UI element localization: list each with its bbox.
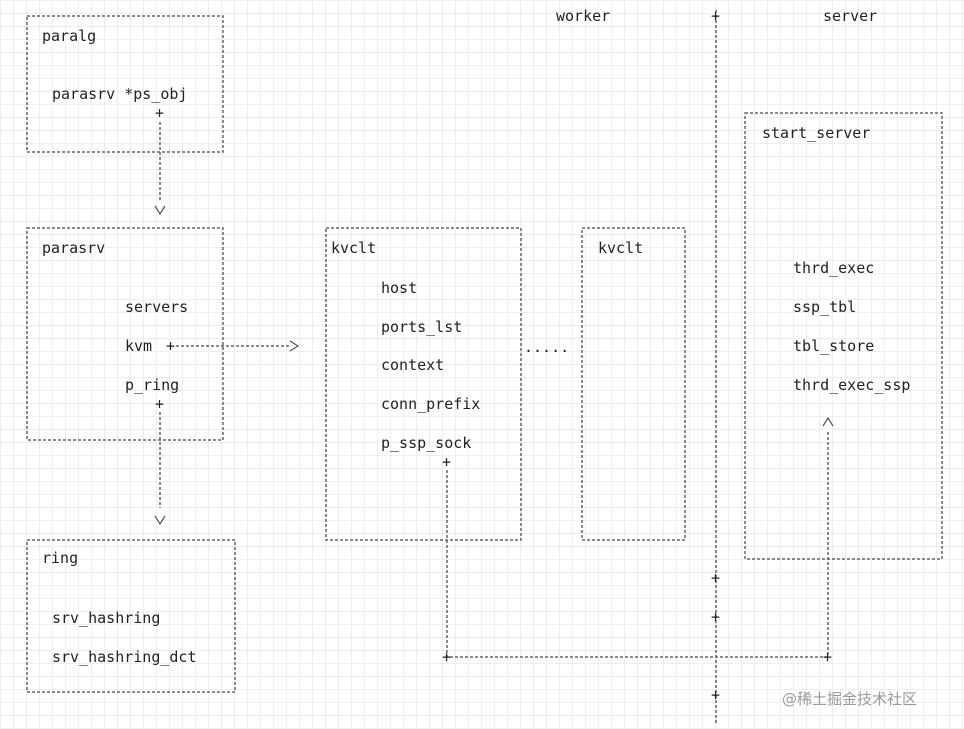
worker-label: worker [556,7,611,25]
ring-title: ring [42,549,79,567]
p-ssp-sock-server-connector [446,430,829,658]
kvclt-field: context [381,356,445,374]
kvclt-title: kvclt [331,239,377,257]
junction-plus: + [711,7,721,25]
kvclt-field: p_ssp_sock [381,434,472,452]
watermark: @稀土掘金技术社区 [782,690,918,708]
junction-plus: + [155,395,165,413]
parasrv-title: parasrv [42,239,106,257]
kvclt-dots: ..... [524,338,570,356]
kvclt-field: ports_lst [381,318,463,336]
ring-field: srv_hashring [52,609,161,627]
ring-field: srv_hashring_dct [52,648,197,666]
start-server-field: thrd_exec_ssp [793,376,911,394]
parasrv-box [26,227,224,441]
junction-plus: + [155,104,165,122]
start-server-field: ssp_tbl [793,298,857,316]
junction-plus: + [166,337,176,355]
kvclt2-title: kvclt [598,239,644,257]
start-server-field: tbl_store [793,337,875,355]
parasrv-field-p-ring: p_ring [125,376,180,394]
arrow-up-icon [822,416,834,427]
junction-plus: + [711,686,721,704]
kvclt2-box [581,227,686,541]
junction-plus: + [711,608,721,626]
kvclt-field: conn_prefix [381,395,481,413]
junction-plus: + [442,648,452,666]
junction-plus: + [442,453,452,471]
paralg-box [26,15,224,153]
kvclt-box [325,227,522,541]
junction-plus: + [711,569,721,587]
paralg-field-ps-obj: parasrv *ps_obj [52,85,188,103]
paralg-title: paralg [42,27,97,45]
parasrv-field-servers: servers [125,298,189,316]
start-server-field: thrd_exec [793,259,875,277]
arrow-right-icon [289,340,300,352]
start-server-box [744,112,943,560]
kvclt-field: host [381,279,418,297]
arrow-down-icon [154,205,166,216]
arrow-down-icon [154,515,166,526]
server-label: server [823,7,878,25]
junction-plus: + [823,648,833,666]
start-server-title: start_server [762,124,871,142]
parasrv-field-kvm: kvm [125,337,153,355]
